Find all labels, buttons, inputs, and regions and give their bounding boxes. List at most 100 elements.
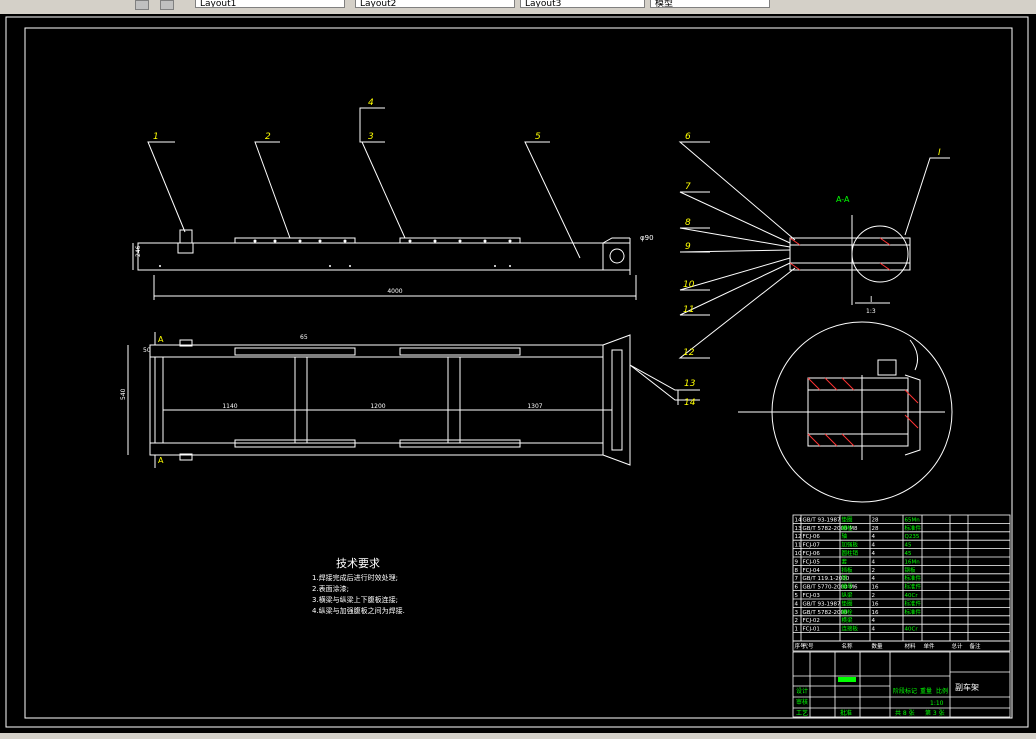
sheet-number: 第 3 张: [925, 709, 945, 717]
dim-small-left: 50: [143, 347, 151, 354]
bom-header-cell: 单件: [924, 642, 936, 650]
section-markers: A A: [158, 335, 164, 465]
bom-table: [792, 514, 1011, 652]
section-hatch: [789, 237, 891, 271]
bom-cell-code: FCJ-01: [803, 627, 820, 633]
bom-cell-code: FCJ-05: [803, 559, 821, 565]
dim-span-1: 1140: [222, 403, 237, 410]
bom-cell-qty: 4: [872, 543, 876, 549]
reviewer-label: 审核: [796, 698, 808, 706]
bom-cell-code: GB/T 5782-2000: [803, 610, 848, 616]
dim-width: 540: [120, 388, 127, 400]
bom-cell-name: 挡板: [842, 566, 854, 574]
bom-cell-mat: 钢板: [905, 566, 917, 574]
stage-mark: 阶段标记: [893, 687, 917, 695]
designer-label: 设计: [796, 687, 808, 695]
bom-cell-qty: 4: [872, 559, 876, 565]
tab-layout1[interactable]: Layout1: [195, 0, 345, 8]
toolbar: Layout1 Layout2 Layout3 模型: [0, 0, 1036, 15]
bom-cell-no: 8: [795, 568, 799, 574]
bom-cell-name: 圆柱销: [842, 549, 859, 557]
bom-cell-name: 螺栓: [842, 608, 854, 616]
callout-3: 3: [368, 132, 374, 142]
bom-cell-mat: 65Mn: [905, 517, 921, 523]
ratio-label: 比例: [936, 687, 948, 695]
bom-cell-code: GB/T 93-1987: [803, 601, 841, 607]
bom-cell-code: FCJ-02: [803, 618, 820, 624]
bom-header-cell: 总计: [952, 642, 964, 650]
bom-cell-no: 11: [795, 543, 802, 549]
bom-cell-no: 14: [795, 517, 802, 523]
callouts-front: 1 2 3 4 5: [153, 98, 541, 142]
bom-cell-no: 6: [795, 585, 799, 591]
drawing-scale: 1:10: [930, 700, 944, 707]
dim-small-top: 65: [300, 334, 308, 341]
callout-4: 4: [368, 98, 374, 108]
bom-header-cell: 数量: [872, 642, 884, 650]
bom-cell-qty: 4: [872, 534, 876, 540]
status-bar: [0, 733, 1036, 739]
title-block: [792, 651, 1011, 718]
dim-overall-length: 4000: [387, 288, 402, 295]
callout-1: 1: [153, 132, 159, 142]
bom-cell-mat: Q235: [905, 534, 920, 540]
bom-header-cell: 序号: [795, 642, 807, 650]
bom-cell-mat: 45: [905, 543, 912, 549]
bom-cell-qty: 4: [872, 576, 876, 582]
tech-req-item: 1.焊接完成后进行时效处理;: [312, 573, 398, 582]
tech-req-item: 3.横梁与纵梁上下腹板连接;: [312, 595, 398, 604]
callout-8: 8: [685, 218, 691, 228]
bom-cell-qty: 28: [872, 526, 879, 532]
bom-cell-code: FCJ-06: [803, 551, 821, 557]
drawing-title: 副车架: [955, 682, 979, 692]
bom-cell-name: 横梁: [842, 616, 854, 624]
bom-cell-mat: 标准件: [905, 608, 922, 616]
bom-cell-mat: 45: [905, 551, 912, 557]
bom-cell-name: 螺母: [842, 583, 854, 591]
bom-cell-code: GB/T 93-1987: [803, 517, 841, 523]
tab-layout2[interactable]: Layout2: [355, 0, 515, 8]
bom-cell-name: 销: [842, 574, 848, 582]
inner-frame: [24, 27, 1013, 719]
bom-cell-qty: 16: [872, 585, 879, 591]
detail-ref-label: I: [870, 295, 872, 304]
drawing-canvas[interactable]: 4000 246 φ90 1 2 3 4 5: [0, 14, 1036, 733]
tech-req-title: 技术要求: [336, 557, 380, 570]
bom-header-cell: 材料: [905, 642, 917, 650]
bom-header-cell: 备注: [970, 642, 982, 650]
tab-layout3[interactable]: Layout3: [520, 0, 645, 8]
bom-cell-no: 2: [795, 618, 799, 624]
bom-cell-code: GB/T 5770-2000 M6: [803, 585, 858, 591]
bom-cell-name: 纵梁: [842, 591, 854, 599]
craft-label: 工艺: [796, 709, 808, 717]
front-view: [132, 229, 637, 300]
bom-cell-qty: 16: [872, 610, 879, 616]
toolbar-icon[interactable]: [135, 0, 149, 10]
tech-req-item: 2.表面涂漆;: [312, 584, 349, 593]
bom-cell-mat: 标准件: [905, 599, 922, 607]
bom-cell-no: 7: [795, 576, 799, 582]
bom-cell-no: 4: [795, 601, 799, 607]
tech-req-item: 4.纵梁与加强腹板之间为焊接.: [312, 606, 405, 615]
bom-cell-code: FCJ-03: [803, 593, 821, 599]
bom-cell-qty: 2: [872, 593, 876, 599]
callout-10: 10: [683, 280, 695, 290]
top-view: [127, 332, 700, 468]
bom-cell-qty: 4: [872, 551, 876, 557]
bom-cell-qty: 2: [872, 568, 876, 574]
bom-cell-name: 套: [842, 557, 848, 565]
bom-cell-mat: 40Cr: [905, 593, 919, 599]
toolbar-icon[interactable]: [160, 0, 174, 10]
bom-cell-code: GB/T 119.1-2000: [803, 576, 850, 582]
section-mark-a-top: A: [158, 335, 164, 344]
bom-cell-code: FCJ-06: [803, 534, 821, 540]
tab-model[interactable]: 模型: [650, 0, 770, 8]
title-block-fill: [838, 677, 856, 682]
callout-13: 13: [684, 379, 696, 389]
bom-cell-code: GB/T 5782-2000 M8: [803, 526, 858, 532]
top-view-dims: 1140 1200 1307 540 50 65: [120, 334, 543, 410]
callout-9: 9: [685, 242, 691, 252]
bom-cell-qty: 4: [872, 618, 876, 624]
bom-cell-name: 轴: [842, 532, 848, 540]
bom-cell-qty: 16: [872, 601, 879, 607]
